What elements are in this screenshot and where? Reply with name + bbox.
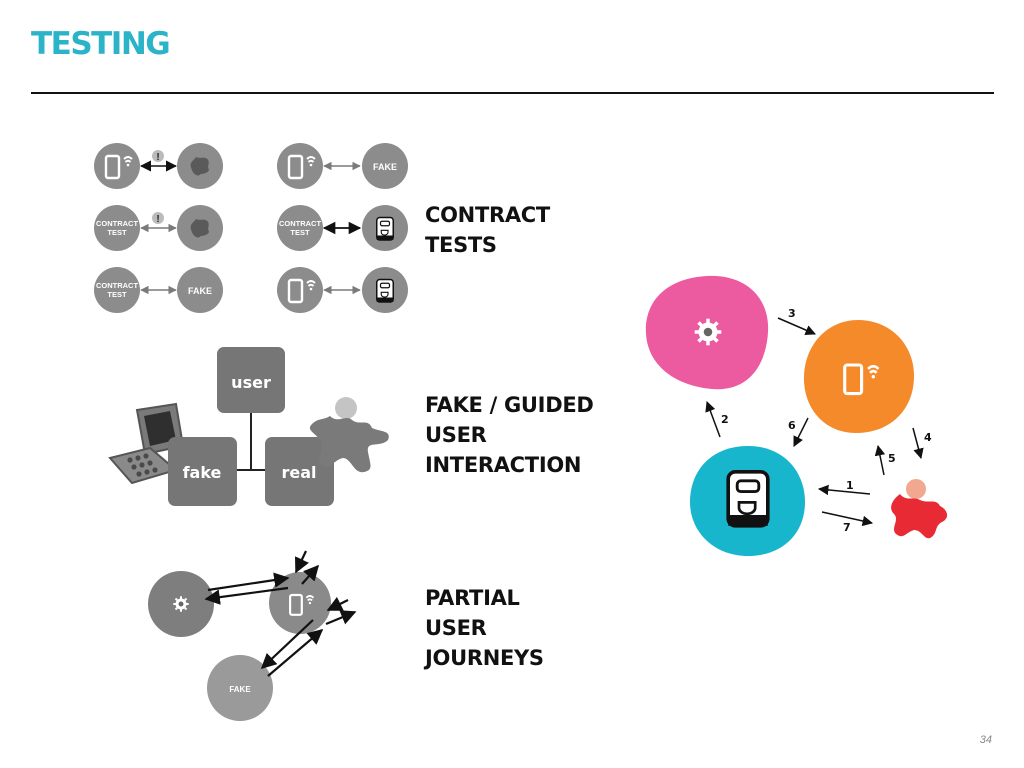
- person-icon: [891, 479, 948, 539]
- real-label: real: [281, 463, 316, 482]
- warning-icon: [152, 150, 164, 162]
- step-label-4: 4: [924, 431, 932, 444]
- journey-arrow: [204, 586, 289, 605]
- contract-test-label: CONTRACT: [96, 219, 138, 228]
- fake-label: fake: [183, 463, 222, 482]
- step-label-5: 5: [888, 452, 896, 465]
- journey-arrow: [260, 619, 314, 670]
- contract-tests-diagram: ! FAKE CONTRACT TEST ! CONTRACT TE: [94, 143, 408, 313]
- step-label-7: 7: [843, 521, 851, 534]
- flow-diagram: 1 2 3 4 5 6 7: [645, 275, 948, 556]
- contract-row: CONTRACT TEST: [277, 205, 408, 251]
- phone-node: [269, 572, 331, 634]
- phone-node: [277, 267, 323, 313]
- section-label-partial-journeys: PARTIAL USER JOURNEYS: [425, 583, 544, 673]
- partial-journeys-diagram: FAKE: [148, 550, 357, 721]
- flow-arrow-4: [912, 427, 924, 460]
- flow-arrow-7: [821, 511, 874, 527]
- flow-arrow-5: [874, 444, 886, 476]
- fake-node: [207, 655, 273, 721]
- step-label-1: 1: [846, 479, 854, 492]
- journey-arrow: [325, 610, 357, 626]
- coffee-machine-icon: [375, 216, 395, 241]
- fake-box: [168, 437, 237, 506]
- contract-test-node: [277, 205, 323, 251]
- label-line: CONTRACT: [425, 203, 550, 227]
- warning-icon: [152, 212, 164, 224]
- section-label-contract-tests: CONTRACT TESTS: [425, 200, 550, 260]
- slide-title: TESTING: [31, 26, 171, 62]
- fake-label: FAKE: [373, 162, 397, 172]
- contract-row: [277, 267, 408, 313]
- user-label: user: [231, 373, 271, 392]
- journey-arrow: [301, 564, 320, 585]
- section-label-guided-interaction: FAKE / GUIDED USER INTERACTION: [425, 390, 594, 480]
- warning-mark: !: [156, 214, 159, 225]
- label-line: USER: [425, 423, 487, 447]
- label-line: USER: [425, 616, 487, 640]
- contract-test-label: CONTRACT: [96, 281, 138, 290]
- contract-test-label: TEST: [107, 228, 127, 237]
- journey-arrow: [326, 596, 349, 611]
- guided-interaction-diagram: user fake real: [108, 347, 389, 506]
- contract-test-label: CONTRACT: [279, 219, 321, 228]
- warning-mark: !: [156, 152, 159, 163]
- phone-node: [277, 143, 323, 189]
- title-divider: [31, 92, 994, 94]
- flow-arrow-1: [817, 484, 871, 496]
- contract-row: CONTRACT TEST FAKE: [94, 267, 223, 313]
- journey-arrow: [207, 572, 290, 592]
- contract-test-label: TEST: [290, 228, 310, 237]
- phone-node: [94, 143, 140, 189]
- fake-label: FAKE: [188, 286, 212, 296]
- journey-arrow: [295, 550, 309, 574]
- contract-test-label: TEST: [107, 290, 127, 299]
- label-line: JOURNEYS: [425, 646, 544, 670]
- contract-row: !: [94, 143, 223, 189]
- label-line: PARTIAL: [425, 586, 520, 610]
- contract-test-node: [94, 267, 140, 313]
- person-icon: [309, 397, 389, 473]
- label-line: FAKE / GUIDED: [425, 393, 594, 417]
- label-line: TESTS: [425, 233, 497, 257]
- page-number: 34: [979, 734, 992, 746]
- fake-label: FAKE: [229, 685, 251, 694]
- coffee-machine-icon: [375, 278, 395, 303]
- gear-icon: [692, 316, 724, 348]
- user-box: [217, 347, 285, 413]
- fake-node: [177, 267, 223, 313]
- step-label-6: 6: [788, 419, 796, 432]
- laptop-icon: [108, 402, 185, 485]
- flow-arrow-2: [705, 401, 721, 438]
- journey-arrow: [267, 629, 324, 677]
- step-label-3: 3: [788, 307, 796, 320]
- fake-node: [362, 143, 408, 189]
- contract-row: CONTRACT TEST !: [94, 205, 223, 251]
- flow-arrow-6: [793, 417, 809, 447]
- coffee-machine-icon: [726, 469, 770, 528]
- gear-icon: [172, 595, 190, 613]
- contract-row: FAKE: [277, 143, 408, 189]
- real-box: [265, 437, 334, 506]
- orange-phone-node: [803, 320, 914, 433]
- step-label-2: 2: [721, 413, 729, 426]
- flow-arrow-3: [777, 317, 816, 336]
- label-line: INTERACTION: [425, 453, 582, 477]
- contract-test-node: [94, 205, 140, 251]
